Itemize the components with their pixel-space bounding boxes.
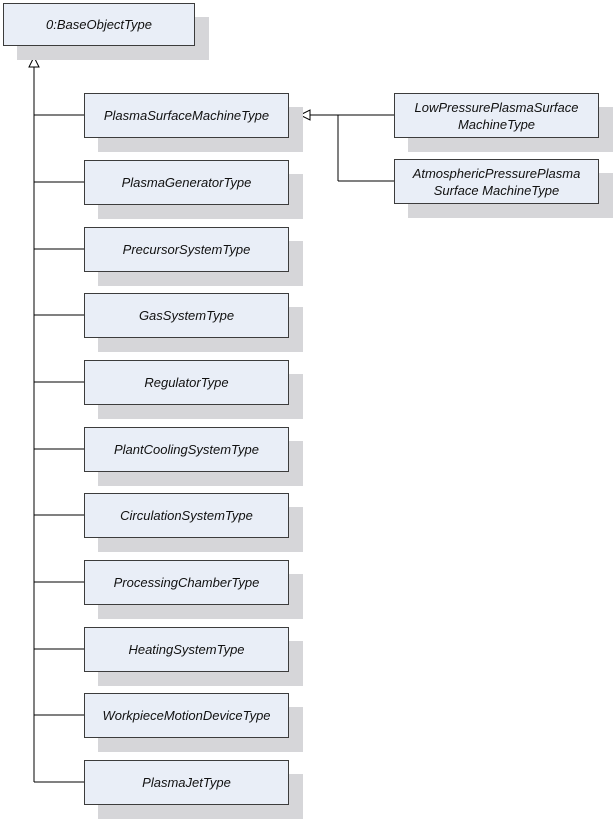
type-box-precursor-system: PrecursorSystemType: [84, 227, 289, 272]
type-box-heating-system: HeatingSystemType: [84, 627, 289, 672]
subtype-label-line2: MachineType: [457, 116, 536, 132]
type-box-plasma-generator: PlasmaGeneratorType: [84, 160, 289, 205]
inheritance-arrow-surface-machine-1: [288, 109, 301, 121]
type-box-plasma-surface-machine: PlasmaSurfaceMachineType: [84, 93, 289, 138]
type-label: PrecursorSystemType: [122, 242, 251, 257]
type-label: PlantCoolingSystemType: [114, 442, 259, 457]
subtype-box-atmospheric-pressure: AtmosphericPressurePlasma Surface Machin…: [394, 159, 599, 204]
type-label: WorkpieceMotionDeviceType: [102, 708, 271, 723]
subtype-label-line2: Surface MachineType: [433, 182, 560, 198]
type-box-workpiece-motion-device: WorkpieceMotionDeviceType: [84, 693, 289, 738]
subtype-box-low-pressure: LowPressurePlasmaSurface MachineType: [394, 93, 599, 138]
base-object-type-label: 0:BaseObjectType: [46, 17, 152, 32]
type-label: ProcessingChamberType: [113, 575, 260, 590]
inheritance-arrow-base: [28, 55, 40, 68]
subtype-label-line1: AtmosphericPressurePlasma: [412, 165, 581, 181]
type-box-circulation-system: CirculationSystemType: [84, 493, 289, 538]
type-label: RegulatorType: [144, 375, 229, 390]
type-label: PlasmaJetType: [142, 775, 231, 790]
type-box-regulator: RegulatorType: [84, 360, 289, 405]
type-label: PlasmaSurfaceMachineType: [103, 108, 270, 123]
base-object-type-box: 0:BaseObjectType: [3, 3, 195, 46]
type-label: PlasmaGeneratorType: [121, 175, 252, 190]
type-box-plasma-jet: PlasmaJetType: [84, 760, 289, 805]
type-box-plant-cooling-system: PlantCoolingSystemType: [84, 427, 289, 472]
type-label: CirculationSystemType: [120, 508, 253, 523]
type-box-gas-system: GasSystemType: [84, 293, 289, 338]
type-box-processing-chamber: ProcessingChamberType: [84, 560, 289, 605]
subtype-label-line1: LowPressurePlasmaSurface: [414, 99, 579, 115]
type-label: HeatingSystemType: [128, 642, 245, 657]
inheritance-arrow-surface-machine-2: [298, 109, 311, 121]
type-label: GasSystemType: [138, 308, 235, 323]
